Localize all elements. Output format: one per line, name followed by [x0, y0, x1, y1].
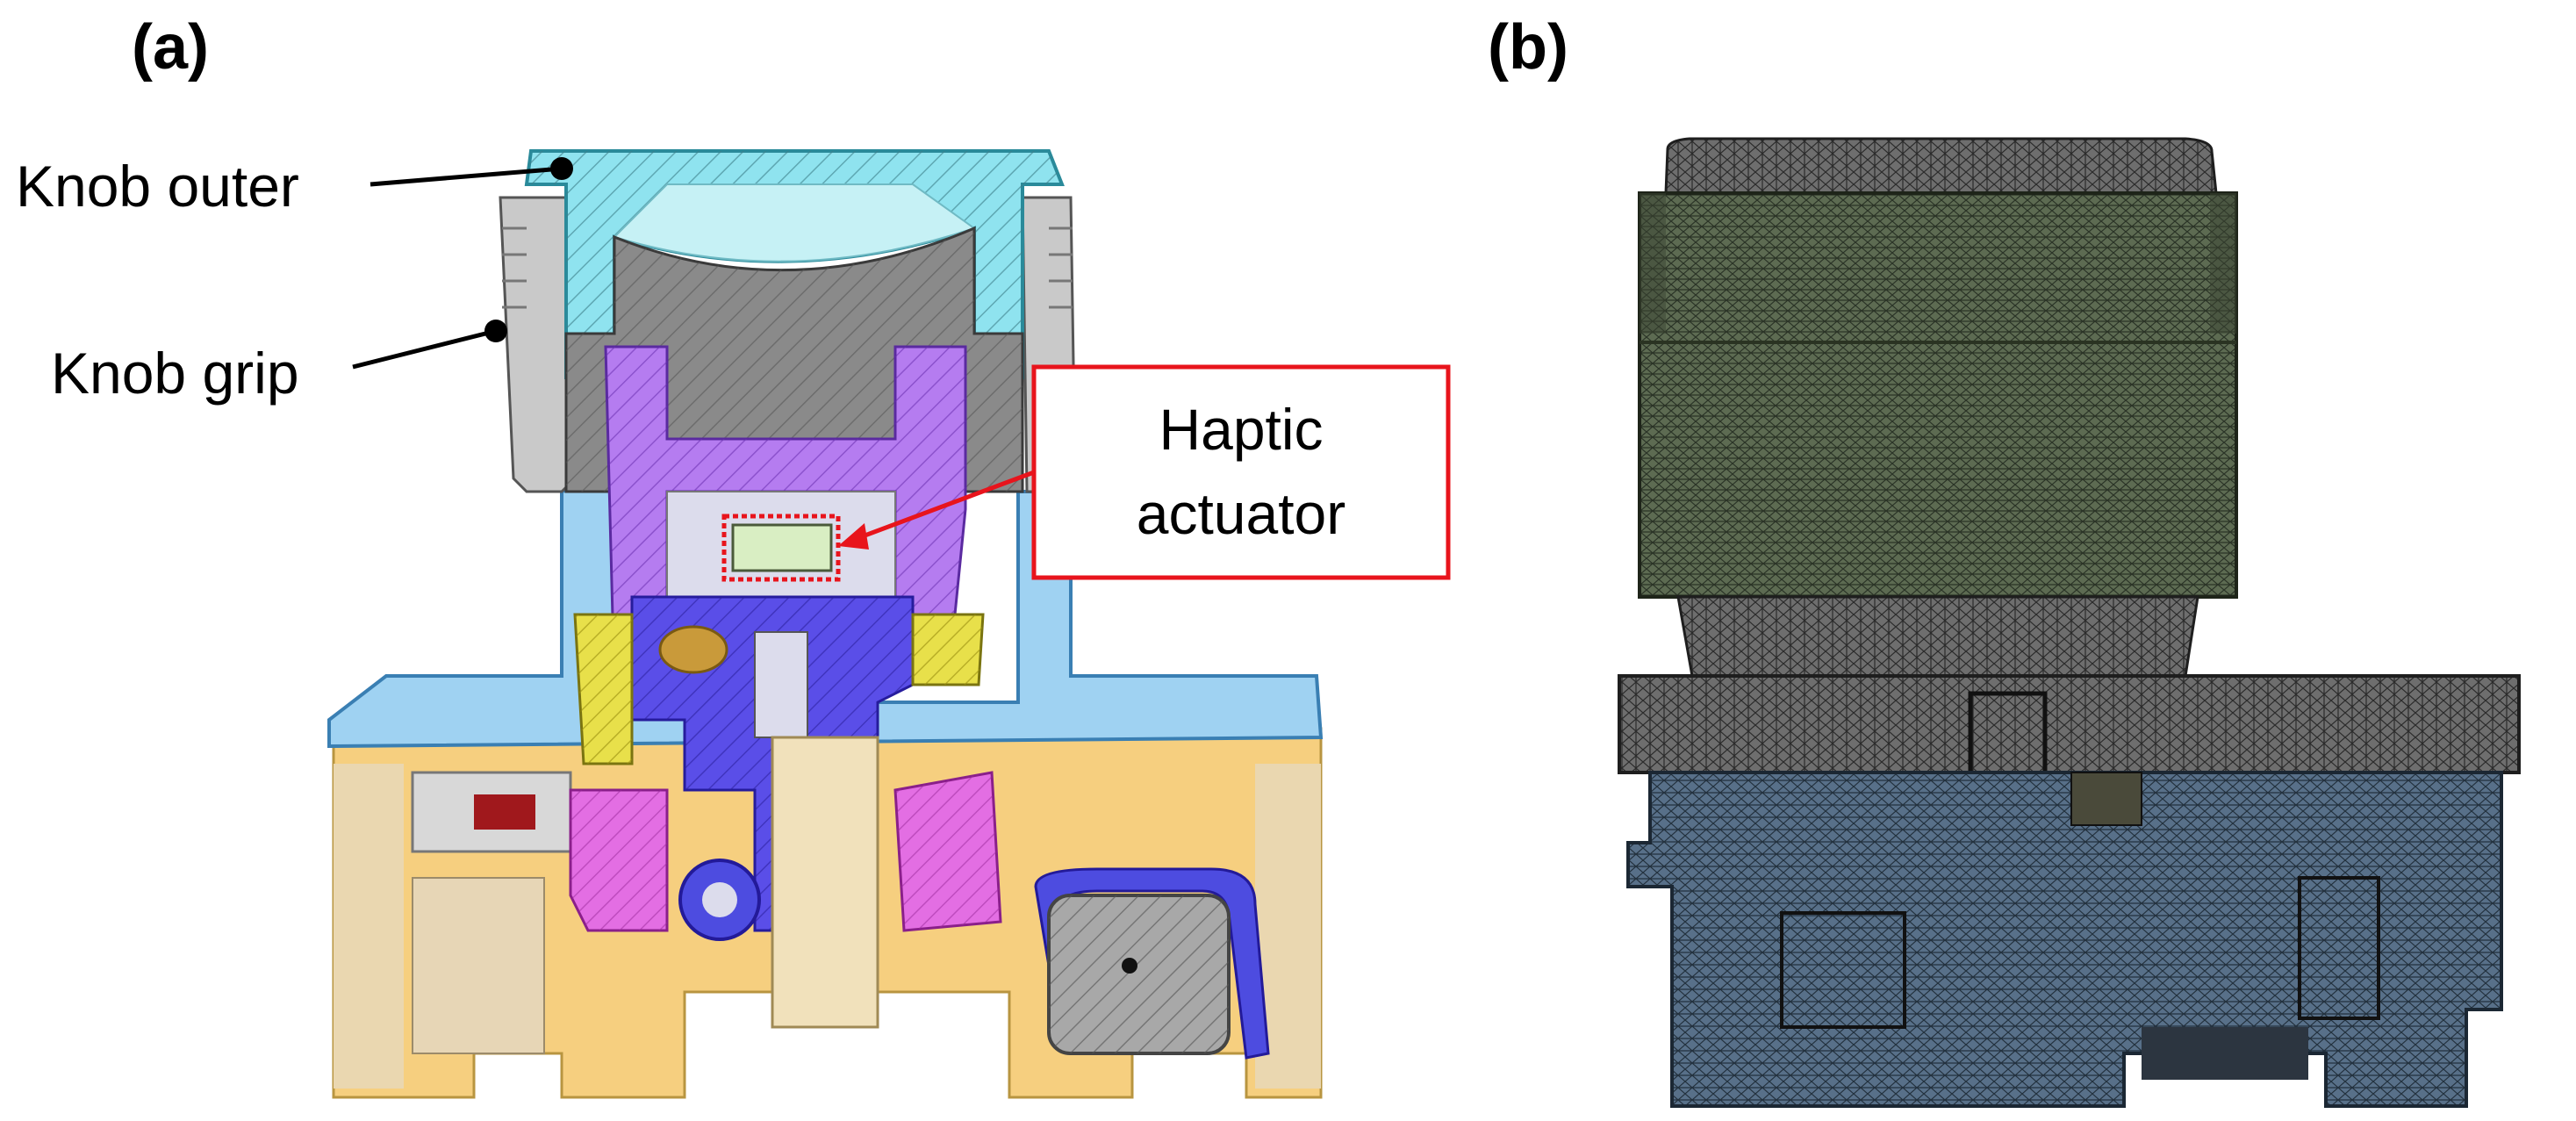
panel-label-b: (b)	[1488, 12, 1568, 83]
mesh-knob-neck	[1676, 595, 2199, 678]
shaft-pin	[754, 631, 808, 738]
connector-center	[1122, 958, 1137, 974]
haptic-actuator-highlight	[721, 514, 841, 582]
housing-shade-left	[334, 764, 404, 1089]
mesh-pcb	[2070, 772, 2142, 826]
grip-ribs	[502, 226, 1073, 309]
haptic-arrowhead	[838, 523, 869, 550]
haptic-label-box	[1031, 364, 1451, 580]
panel-label-a: (a)	[132, 12, 209, 83]
housing-foot-left	[412, 877, 545, 1054]
callout-knob-grip-text: Knob grip	[51, 341, 299, 406]
central-bore	[771, 736, 879, 1029]
detent-spring	[658, 625, 728, 674]
haptic-label-line2: actuator	[1137, 481, 1345, 546]
callout-knob-outer: Knob outer	[16, 154, 573, 219]
callout-haptic-actuator: Haptic actuator	[838, 364, 1451, 580]
mesh-model	[1618, 137, 2521, 1108]
mesh-housing-top	[1618, 674, 2521, 774]
housing-top	[327, 471, 1324, 749]
knob-grip	[499, 196, 577, 493]
callout-knob-outer-text: Knob outer	[16, 154, 299, 219]
connector-clip	[1034, 867, 1270, 1060]
mesh-cavity-left	[1780, 911, 1906, 1029]
mesh-housing-base	[1626, 771, 2503, 1108]
mesh-knob-cap	[1664, 137, 2218, 195]
cross-section-drawing	[327, 149, 1324, 1099]
haptic-label-line1: Haptic	[1159, 397, 1323, 462]
mesh-foot-right	[2142, 1027, 2308, 1080]
haptic-actuator-body	[731, 523, 833, 572]
mesh-knob-grip	[1638, 191, 2238, 599]
housing-red-component	[474, 794, 535, 830]
mesh-cavity-right	[2298, 876, 2380, 1020]
callout-knob-outer-dot	[550, 157, 573, 180]
callout-knob-grip-dot	[484, 320, 507, 342]
callout-knob-grip: Knob grip	[51, 320, 507, 406]
